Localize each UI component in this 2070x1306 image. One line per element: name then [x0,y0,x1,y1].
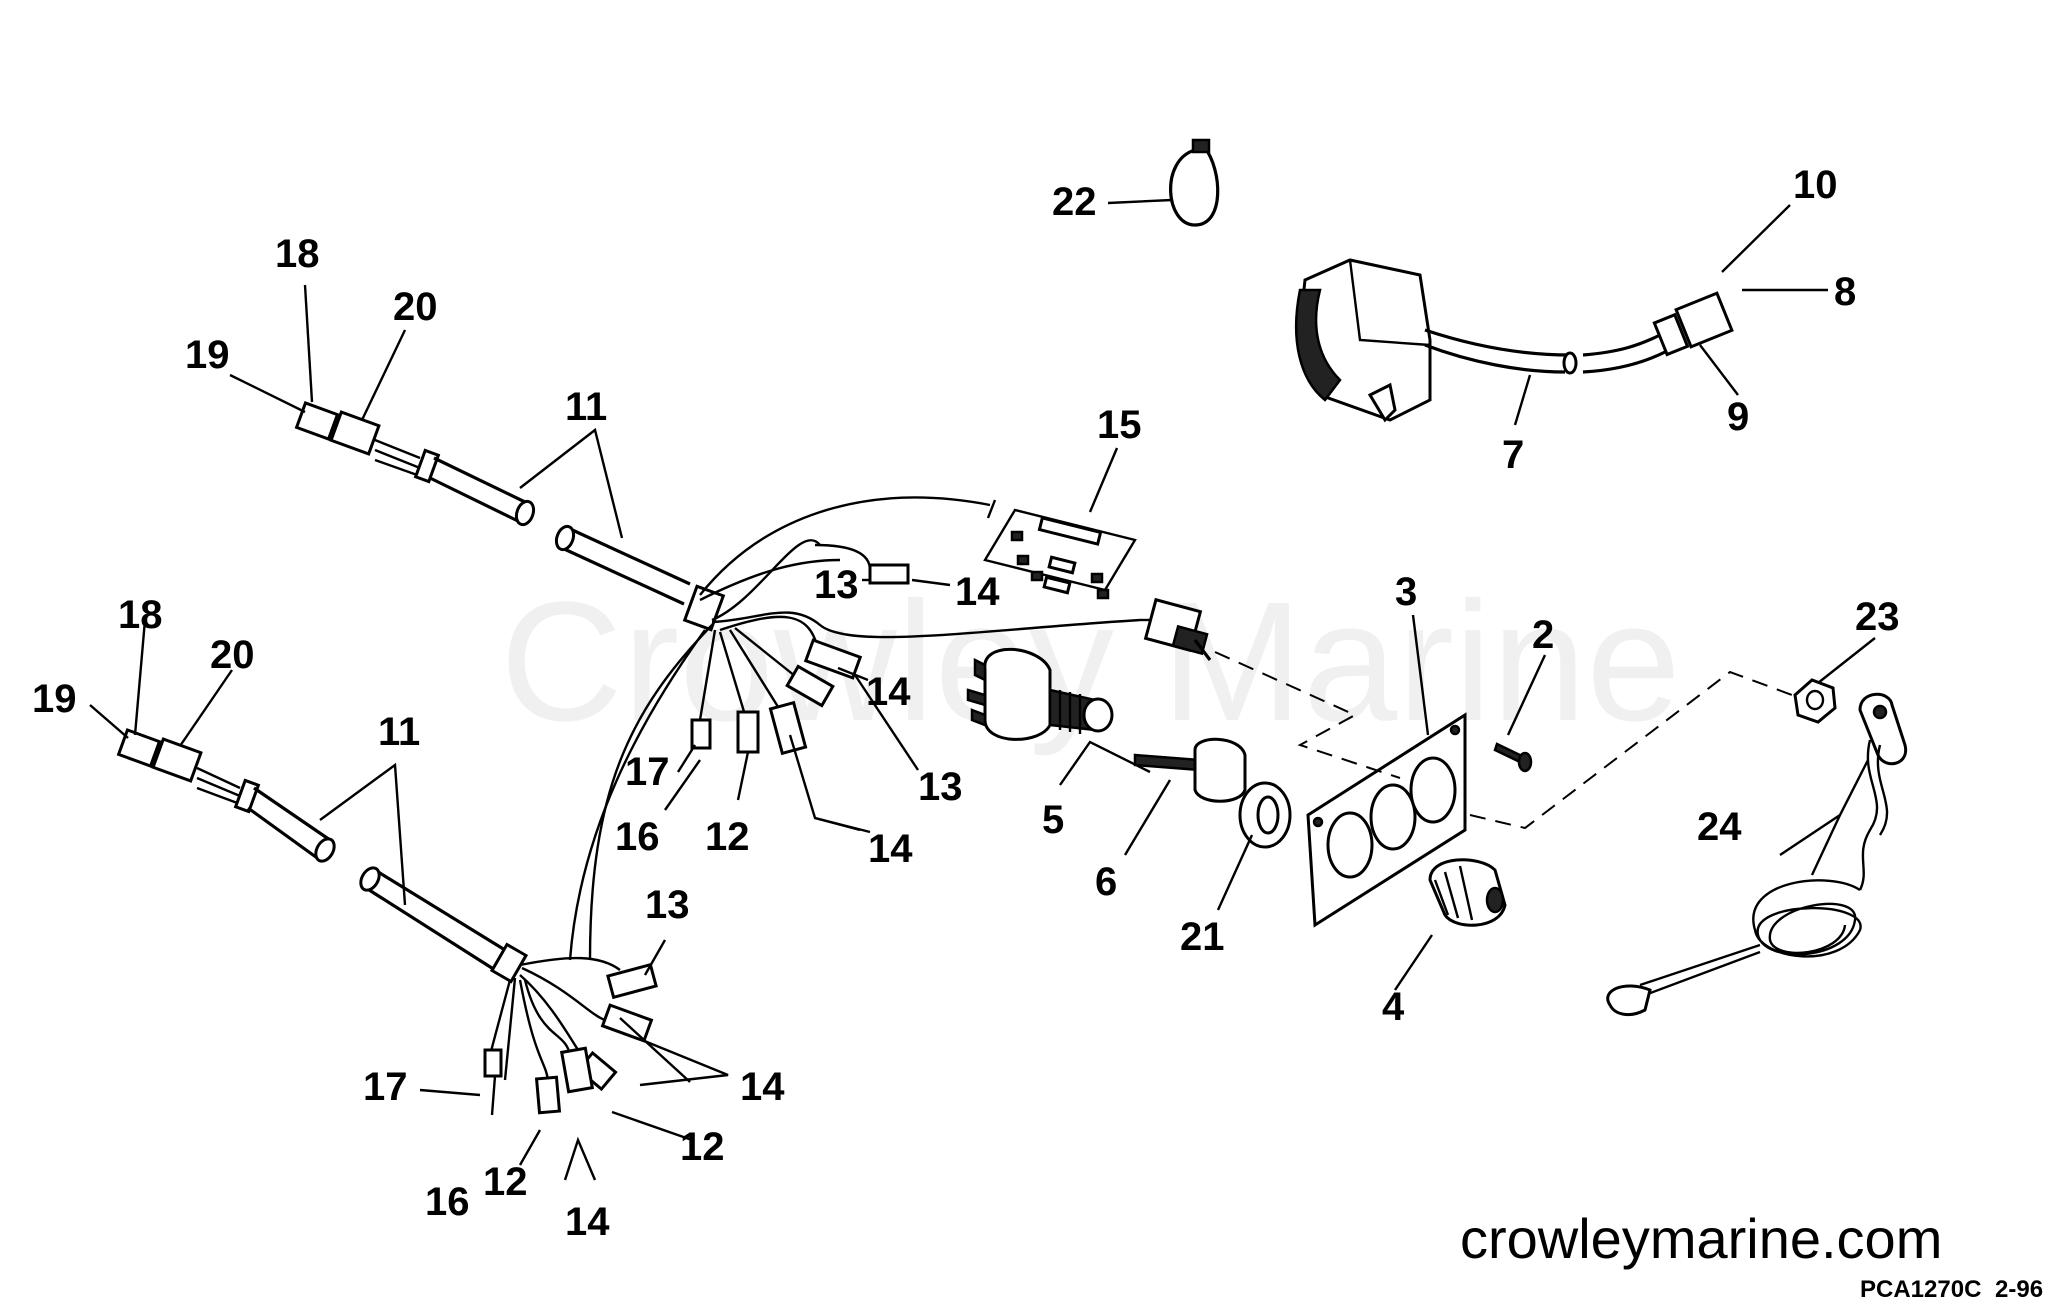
callout-7: 7 [1502,433,1524,477]
callout-24: 24 [1697,805,1742,849]
leader-16a [664,759,701,811]
leader-14d2 [619,1017,691,1083]
callout-14-lower-bottom: 14 [565,1200,610,1244]
nut-23-drawing [1793,678,1837,724]
callout-20-upper: 20 [393,285,438,329]
callout-13-top: 13 [814,563,859,607]
leader-14a [911,578,951,587]
callout-9: 9 [1727,395,1749,439]
callout-2: 2 [1532,613,1554,657]
callout-14-middle: 14 [866,670,911,714]
callout-13-middle: 13 [918,765,963,809]
leader-19a [229,373,306,414]
leader-14b [837,666,869,682]
leader-24a [1779,759,1870,856]
leader-13c [643,939,667,976]
leader-5 [1059,740,1151,786]
leader-14d [639,1038,729,1087]
leader-11a [519,427,624,539]
switch-box-drawing [1294,258,1734,423]
upper-harness-wires [568,496,1150,961]
callout-14-upper-group: 14 [868,827,913,871]
callout-13-lower: 13 [645,883,690,927]
site-url: crowleymarine.com [1460,1207,1942,1270]
leader-12b [611,1110,693,1142]
knob-4-drawing [1428,858,1507,927]
leader-22 [1107,198,1173,205]
ignition-switch-drawing [966,647,1114,741]
panel-3-drawing [1306,712,1467,928]
callout-11-lower: 11 [378,710,420,754]
callout-14-lower-right: 14 [740,1065,785,1109]
leader-10 [1721,204,1791,273]
leader-23 [1817,637,1876,684]
revision-date: 2-96 [1995,1276,2043,1303]
callout-12-upper: 12 [705,815,750,859]
leader-11b [319,762,407,906]
leader-4 [1394,934,1433,991]
callout-15: 15 [1097,403,1142,447]
leader-12c [518,1129,542,1166]
callout-10: 10 [1793,163,1838,207]
leader-18a [303,284,314,403]
callout-18-lower: 18 [118,593,163,637]
toggle-switch-drawing [1143,597,1212,661]
callout-12-lower-left: 12 [483,1160,528,1204]
lanyard-24-drawing [1606,692,1908,1017]
callout-17-upper: 17 [625,750,670,794]
callout-16-lower: 16 [425,1180,470,1224]
callout-5: 5 [1042,798,1064,842]
lower-harness-drawing [116,728,658,1116]
screw-2-drawing [1493,742,1533,773]
leader-18b [133,619,147,736]
washer-21-drawing [1238,781,1292,849]
leader-24b [1810,814,1842,876]
callout-16-upper: 16 [615,815,660,859]
leader-14c2 [814,816,871,834]
leader-13b [853,674,920,771]
callout-18-upper: 18 [275,232,320,276]
leader-20a [360,329,407,421]
callout-19-lower: 19 [32,677,77,721]
callout-21: 21 [1180,915,1225,959]
callout-14-top: 14 [955,570,1000,614]
callout-8: 8 [1834,270,1856,314]
catalog-code: PCA1270C [1860,1276,1981,1303]
leader-15 [1088,447,1119,513]
clamp-22-drawing [1169,138,1220,227]
kit-15-drawing [983,508,1137,600]
callout-3: 3 [1395,570,1417,614]
upper-harness-plug-drawing [294,401,726,632]
leader-20b [179,669,233,747]
leader-2 [1506,654,1547,736]
callout-6: 6 [1095,860,1117,904]
leader-9 [1699,344,1739,396]
leader-12a [736,751,750,801]
leader-7 [1513,374,1532,426]
callout-22: 22 [1052,180,1097,224]
callout-23: 23 [1855,595,1900,639]
ignition-key-drawing [1133,737,1247,803]
leader-21 [1216,834,1254,911]
callout-17-lower: 17 [363,1065,408,1109]
callout-11-upper: 11 [565,385,607,429]
leader-14e [563,1136,597,1181]
leader-3 [1411,614,1430,736]
leader-17a [676,744,697,773]
leader-6 [1123,779,1172,856]
callout-4: 4 [1382,985,1405,1029]
leader-19b [89,704,129,739]
callout-19-upper: 19 [185,333,230,377]
leader-17b [419,1088,481,1097]
callout-20-lower: 20 [210,633,255,677]
callout-12-lower-right: 12 [680,1125,725,1169]
